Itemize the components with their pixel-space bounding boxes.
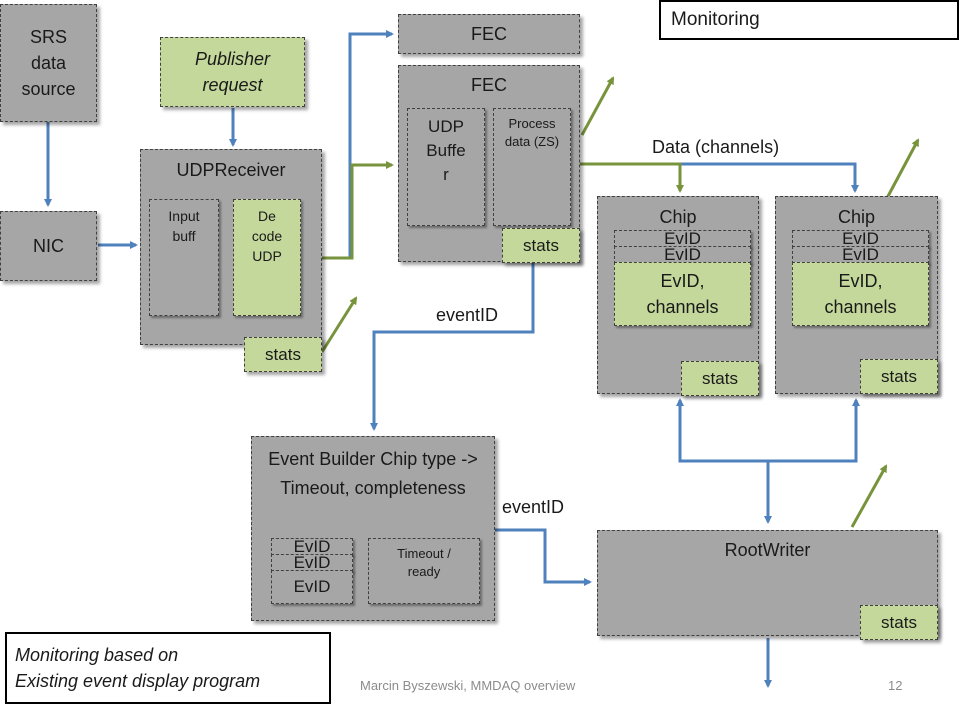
chip-1-stats: stats: [681, 361, 759, 396]
event-builder-title: Event Builder Chip type -> Timeout, comp…: [268, 449, 478, 498]
fec-stats: stats: [502, 228, 580, 263]
monitor-arrow-udpreceiver: [320, 296, 358, 353]
monitoring-title-box: Monitoring: [659, 0, 959, 40]
udpreceiver-stats-label: stats: [265, 344, 301, 364]
monitor-arrow-fec: [580, 76, 615, 136]
rootwriter-stats-label: stats: [881, 612, 917, 632]
evid-stack-label: EvID: [664, 230, 701, 248]
evid-stack-item: EvID: [614, 230, 751, 248]
nic-label: NIC: [33, 236, 64, 256]
chip-2-stats-label: stats: [881, 366, 917, 386]
footer-page-number: 12: [888, 678, 903, 693]
evid-channels-box: EvID, channels: [614, 262, 751, 326]
evid-channels-label: EvID, channels: [824, 271, 897, 317]
timeout-ready-box: Timeout / ready: [368, 538, 480, 604]
evid-stack-label: EvID: [842, 246, 879, 264]
chip-1-stats-label: stats: [702, 368, 738, 388]
event-id-label-lower: eventID: [502, 497, 565, 517]
event-builder-box: Event Builder Chip type -> Timeout, comp…: [251, 436, 495, 621]
udp-buffer-box: UDP Buffe r: [407, 108, 485, 226]
decode-udp-box: De code UDP: [233, 199, 301, 316]
chip-2-stats: stats: [860, 359, 938, 394]
evid-label: EvID: [293, 577, 331, 596]
publisher-request-box: Publisher request: [160, 37, 305, 107]
data-channels-label: Data (channels): [652, 137, 780, 157]
udpreceiver-stats: stats: [244, 337, 322, 372]
monitor-arrow-chip: [884, 138, 920, 201]
arrow-data-to-chip-2: [580, 162, 859, 193]
monitoring-note-box: Monitoring based on Existing event displ…: [5, 632, 331, 704]
evid-stack-label: EvID: [664, 246, 701, 264]
event-id-label-upper: eventID: [436, 305, 499, 325]
evid-stack-item: EvID: [271, 538, 353, 556]
decode-udp-label: De code UDP: [251, 208, 283, 264]
rootwriter-title: RootWriter: [724, 540, 811, 560]
arrow-event-builder-to-rootwriter: [495, 528, 592, 586]
rootwriter-stats: stats: [860, 605, 938, 640]
evid-stack-label: EvID: [842, 230, 879, 248]
arrow-stats-to-event-builder: [370, 262, 535, 431]
fec-title: FEC: [471, 75, 507, 95]
srs-data-source-box: SRS data source: [0, 4, 97, 122]
fec-box: FEC UDP Buffe r Process data (ZS): [398, 65, 580, 262]
arrow-process-to-chip-1: [572, 162, 684, 193]
input-buff-label: Input buff: [168, 208, 200, 244]
fec-top-box: FEC: [398, 14, 580, 54]
evid-channels-box: EvID, channels: [792, 262, 929, 326]
monitor-arrow-rootwriter: [850, 464, 888, 528]
fec-top-label: FEC: [471, 24, 507, 44]
chip-title: Chip: [659, 207, 697, 227]
chip-box-1: Chip EvID EvID EvID, channels: [597, 196, 759, 394]
udpreceiver-box: UDPReceiver Input buff De code UDP: [140, 149, 322, 345]
nic-box: NIC: [0, 211, 97, 281]
evid-channels-label: EvID, channels: [646, 271, 719, 317]
udp-buffer-label: UDP Buffe r: [426, 117, 466, 184]
fec-stats-label: stats: [523, 235, 559, 255]
srs-data-source-label: SRS data source: [21, 27, 76, 99]
input-buff-box: Input buff: [149, 199, 219, 316]
evid-stack-label: EvID: [293, 538, 331, 556]
arrow-rootwriter-to-chip-1: [676, 398, 768, 463]
monitoring-note: Monitoring based on Existing event displ…: [15, 645, 261, 691]
process-data-box: Process data (ZS): [493, 108, 571, 226]
evid-box: EvID: [271, 570, 353, 604]
arrow-decode-to-fec: [300, 161, 394, 260]
monitoring-title: Monitoring: [671, 9, 760, 30]
process-data-label: Process data (ZS): [504, 116, 560, 149]
publisher-request-label: Publisher request: [194, 49, 271, 95]
udpreceiver-title: UDPReceiver: [176, 160, 286, 180]
timeout-ready-label: Timeout / ready: [397, 546, 451, 579]
arrow-rootwriter-to-chip-2: [768, 398, 860, 463]
chip-title: Chip: [837, 207, 876, 227]
footer-author: Marcin Byszewski, MMDAQ overview: [360, 678, 576, 693]
evid-stack-label: EvID: [293, 554, 331, 572]
